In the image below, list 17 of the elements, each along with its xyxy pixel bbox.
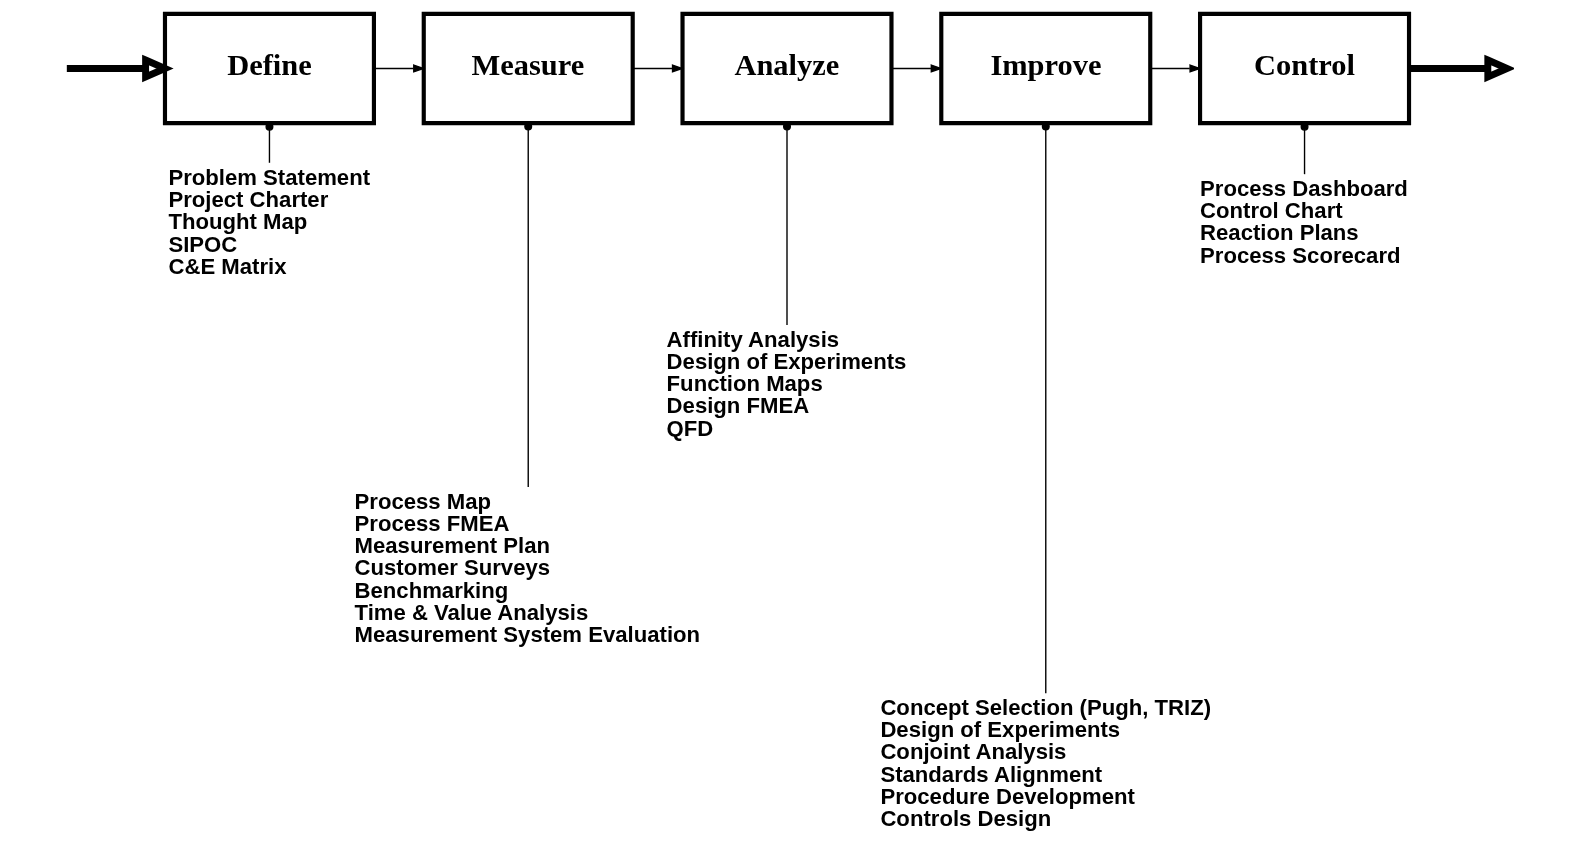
node-box: Improve: [939, 11, 1153, 126]
connector: [783, 122, 791, 326]
node-box: Measure: [421, 11, 635, 126]
connector: [265, 122, 274, 164]
node-text: Concept Selection (Pugh, TRIZ) Design of Experiments Conjoint Analysis Standards Alignment Procedure Development Controls Design: [880, 695, 1212, 831]
node-text: Process Dashboard Control Chart Reaction Plans Process Scorecard: [1200, 176, 1408, 268]
node-box: Define: [162, 11, 376, 126]
node-text: Problem Statement Project Charter Thought Map SIPOC C&E Matrix: [168, 165, 371, 279]
node-box: Control: [1198, 11, 1412, 126]
connector: [1041, 122, 1050, 694]
arrow: [1409, 54, 1514, 83]
arrow: [66, 54, 174, 83]
node-text: Process Map Process FMEA Measurement Plan Customer Surveys Benchmarking Time & Value Analysis Measurement System Evaluation: [354, 488, 701, 647]
node-box: Analyze: [680, 11, 894, 126]
node-text: Affinity Analysis Design of Experiments Function Maps Design FMEA QFD: [666, 327, 907, 441]
connector: [1300, 122, 1309, 175]
connector: [524, 122, 533, 488]
